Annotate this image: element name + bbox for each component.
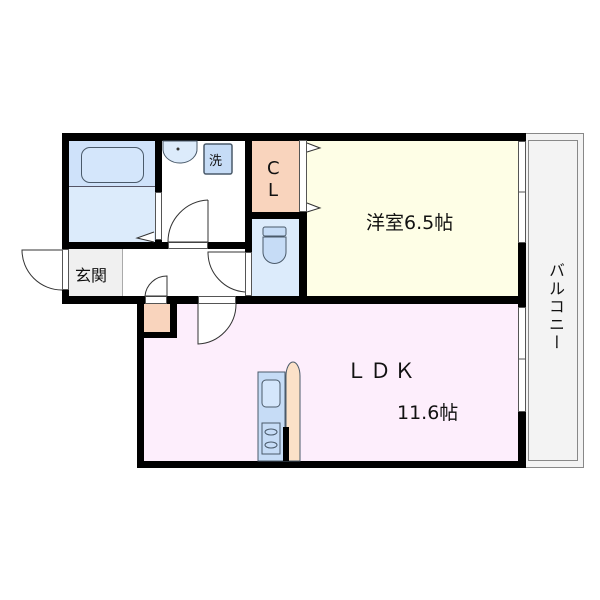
closet-label-l: L — [268, 180, 279, 201]
toilet-door-swing — [207, 251, 246, 293]
closet-door-marker-top — [306, 142, 322, 153]
storage-small — [144, 304, 170, 332]
burner-icon — [264, 441, 278, 449]
wash-door-swing — [167, 199, 209, 243]
toilet-tank-icon — [262, 226, 287, 237]
fridge-icon — [285, 361, 301, 462]
balcony-label: バルコニー — [546, 262, 565, 352]
western-room-label: 洋室6.5帖 — [366, 212, 454, 234]
front-door-gap — [62, 249, 69, 290]
sink-icon — [162, 140, 198, 164]
closet-room — [252, 140, 299, 212]
wall-bottom — [137, 461, 526, 468]
wall-ldk-left — [137, 296, 144, 468]
ldk-area-label: 11.6帖 — [397, 402, 459, 424]
wall-storage-right — [170, 296, 177, 338]
wall-bottom-hall — [62, 296, 526, 304]
wall-toilet-western — [299, 133, 307, 304]
bathtub-basin — [81, 147, 144, 183]
burner-icon — [264, 428, 278, 436]
entrance-area — [68, 249, 123, 296]
wall-closet-toilet — [245, 212, 307, 219]
wall-right — [518, 133, 526, 468]
western-room — [307, 140, 518, 297]
toilet-door-gap — [245, 252, 252, 296]
entrance-label: 玄関 — [75, 266, 108, 285]
balcony-area — [522, 133, 584, 468]
wall-bath-wash — [155, 133, 162, 249]
wall-storage-bottom — [137, 332, 177, 338]
closet-door-marker-bottom — [306, 202, 322, 213]
washer-icon — [203, 143, 233, 175]
washer-label: 洗 — [209, 154, 223, 169]
ldk-label: ＬＤＫ — [346, 359, 418, 383]
toilet-bowl-icon — [262, 236, 287, 264]
storage-door-swing — [144, 275, 168, 297]
front-door-swing — [21, 249, 63, 291]
bath-door-gap — [155, 192, 162, 240]
bath-door-marker — [135, 231, 155, 243]
ldk-door-swing — [197, 303, 237, 345]
ldk-door-gap — [198, 296, 236, 304]
stove-icon — [261, 422, 281, 455]
kitchen-partition — [283, 427, 289, 461]
wall-left-upper — [62, 133, 69, 249]
kitchen-sink-icon — [261, 379, 281, 408]
wall-top — [62, 133, 526, 141]
closet-label-c: C — [267, 158, 280, 179]
closet-door-gap — [299, 140, 307, 212]
